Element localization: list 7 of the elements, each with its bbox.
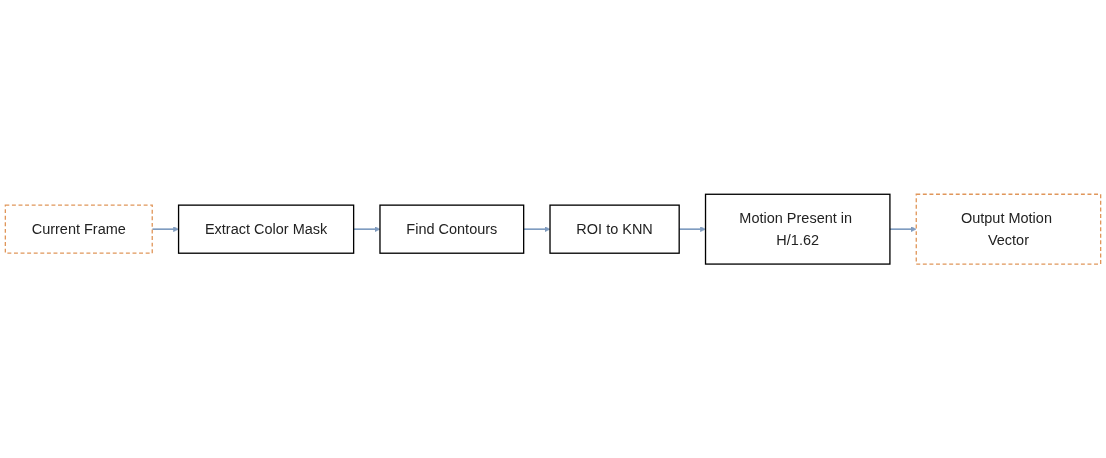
node-box: Extract Color Mask xyxy=(177,204,355,254)
node-box: Motion Present in H/1.62 xyxy=(704,193,891,265)
node-box: ROI to KNN xyxy=(549,204,680,254)
node-box: Current Frame xyxy=(4,204,153,254)
arrow xyxy=(889,226,917,232)
node-box: Output Motion Vector xyxy=(915,193,1102,265)
node-box: Find Contours xyxy=(379,204,525,254)
